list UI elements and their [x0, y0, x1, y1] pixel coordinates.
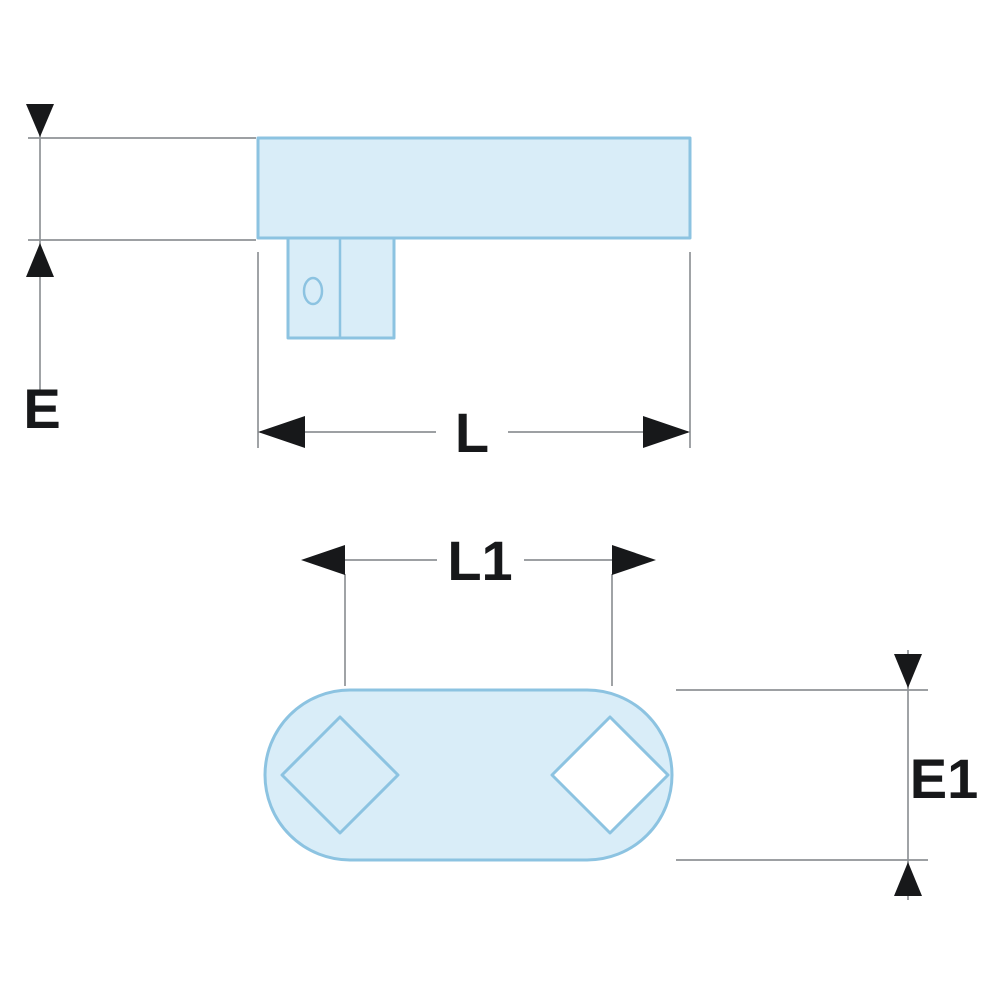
arrowhead-down-icon [26, 104, 54, 137]
dimension-e1-label: E1 [910, 747, 979, 810]
drive-pin-hole [302, 276, 324, 306]
side-view [256, 136, 692, 340]
top-view [263, 688, 674, 862]
arrowhead-right-icon [643, 416, 690, 448]
arrowhead-up-icon [894, 862, 922, 896]
arrowhead-left-icon [301, 545, 345, 575]
dimension-e-label: E [23, 377, 60, 440]
handle-bar-shape [256, 136, 692, 240]
arrowhead-right-icon [612, 545, 656, 575]
dimension-l: L [257, 252, 691, 464]
dimension-l1: L1 [301, 529, 656, 686]
arrowhead-down-icon [894, 654, 922, 688]
dimension-l1-label: L1 [447, 529, 512, 592]
dimension-e1: E1 [676, 650, 978, 900]
left-square-opening [280, 715, 400, 835]
tool-body-shape [263, 688, 674, 862]
dimension-l-label: L [455, 401, 489, 464]
right-square-opening [550, 715, 670, 835]
arrowhead-left-icon [258, 416, 305, 448]
arrowhead-up-icon [26, 243, 54, 277]
dimension-e: E [23, 104, 256, 440]
